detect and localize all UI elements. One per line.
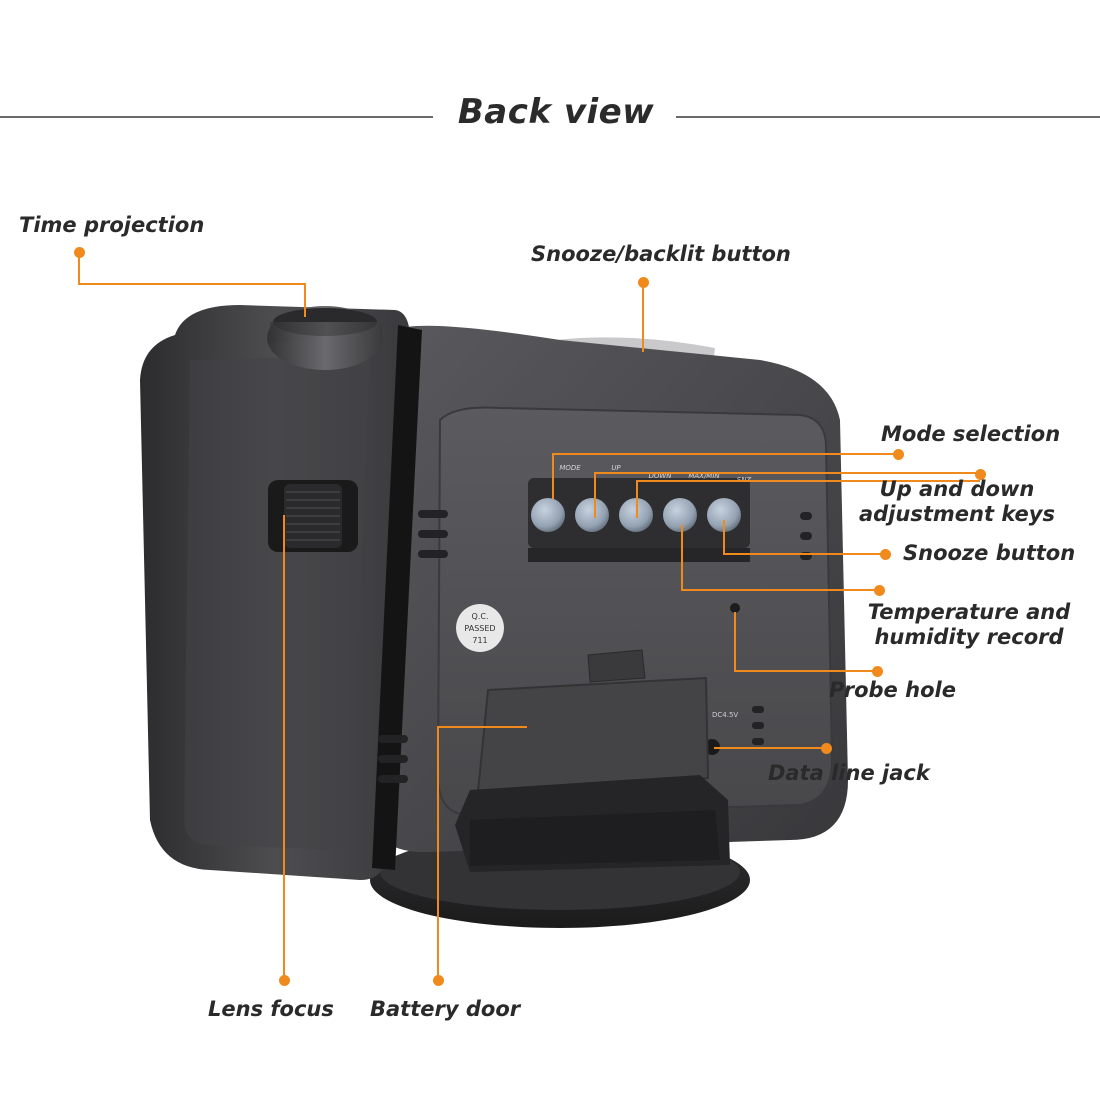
label-up-down-line-1: Up and down: [879, 477, 1035, 501]
leader-temp-humidity-v: [681, 525, 683, 590]
label-temp-humidity-line-2: humidity record: [874, 625, 1064, 649]
qc-line-1: Q.C.: [472, 612, 489, 621]
label-up-down-line-2: adjustment keys: [859, 502, 1055, 526]
probe-hole: [730, 603, 740, 613]
leader-snooze-button-h: [723, 553, 885, 555]
leader-up-down-v1: [594, 472, 596, 518]
label-snooze-backlit: Snooze/backlit button: [531, 242, 791, 266]
mode-key: [531, 498, 565, 532]
page-title: Back view: [457, 92, 655, 132]
leader-probe-hole-h: [734, 670, 877, 672]
leader-data-line-jack: [714, 747, 826, 749]
leader-temp-humidity-h: [681, 589, 879, 591]
leader-lens-focus: [283, 515, 285, 980]
snz-key: [707, 498, 741, 532]
leader-battery-door-h: [437, 726, 527, 728]
label-lens-focus: Lens focus: [208, 997, 334, 1021]
leader-up-down-h1: [594, 472, 980, 474]
kickstand-tab: [587, 649, 646, 683]
leader-up-down-v2: [636, 480, 638, 518]
label-up-down: Up and down adjustment keys: [852, 477, 1062, 527]
maxmin-key: [663, 498, 697, 532]
qc-sticker: [456, 604, 504, 652]
maxmin-marking: MAX/MIN: [688, 472, 720, 480]
label-temp-humidity-line-1: Temperature and: [867, 600, 1071, 624]
leader-time-projection-h: [78, 283, 306, 285]
dot-probe-hole: [871, 665, 883, 677]
leader-snooze-button-v: [723, 520, 725, 554]
qc-line-3: 711: [472, 636, 487, 645]
pivot-groove: [372, 325, 422, 870]
dot-up-down: [974, 468, 986, 480]
dot-time-projection: [73, 246, 85, 258]
dc-marking: DC4.5V: [712, 711, 738, 719]
dot-lens-focus: [278, 974, 290, 986]
label-snooze-button: Snooze button: [903, 541, 1076, 565]
dot-snooze-button: [879, 548, 891, 560]
dot-temp-humidity: [873, 584, 885, 596]
leader-mode-selection-v: [552, 453, 554, 499]
vents-left: [378, 510, 448, 783]
up-key: [575, 498, 609, 532]
down-marking: DOWN: [648, 472, 672, 480]
label-battery-door: Battery door: [370, 997, 521, 1021]
label-data-line-jack: Data line jack: [768, 761, 930, 785]
header-rule-left: [0, 116, 433, 118]
label-probe-hole: Probe hole: [829, 678, 956, 702]
label-mode-selection: Mode selection: [881, 422, 1061, 446]
header-rule-right: [676, 116, 1100, 118]
leader-mode-selection-h: [552, 453, 898, 455]
qc-line-2: PASSED: [464, 624, 495, 633]
label-time-projection: Time projection: [19, 213, 205, 237]
leader-time-projection: [78, 252, 80, 284]
dot-data-line-jack: [820, 742, 832, 754]
leader-probe-hole-v: [734, 612, 736, 671]
up-marking: UP: [611, 464, 621, 472]
label-temp-humidity: Temperature and humidity record: [858, 600, 1080, 650]
battery-door: [476, 676, 710, 794]
leader-battery-door-v: [437, 726, 439, 980]
leader-snooze-backlit: [642, 282, 644, 352]
leader-time-projection-v: [304, 283, 306, 317]
dot-snooze-backlit: [637, 276, 649, 288]
mode-marking: MODE: [559, 464, 581, 472]
leader-up-down-h2: [636, 480, 980, 482]
dot-battery-door: [432, 974, 444, 986]
dot-mode-selection: [892, 448, 904, 460]
